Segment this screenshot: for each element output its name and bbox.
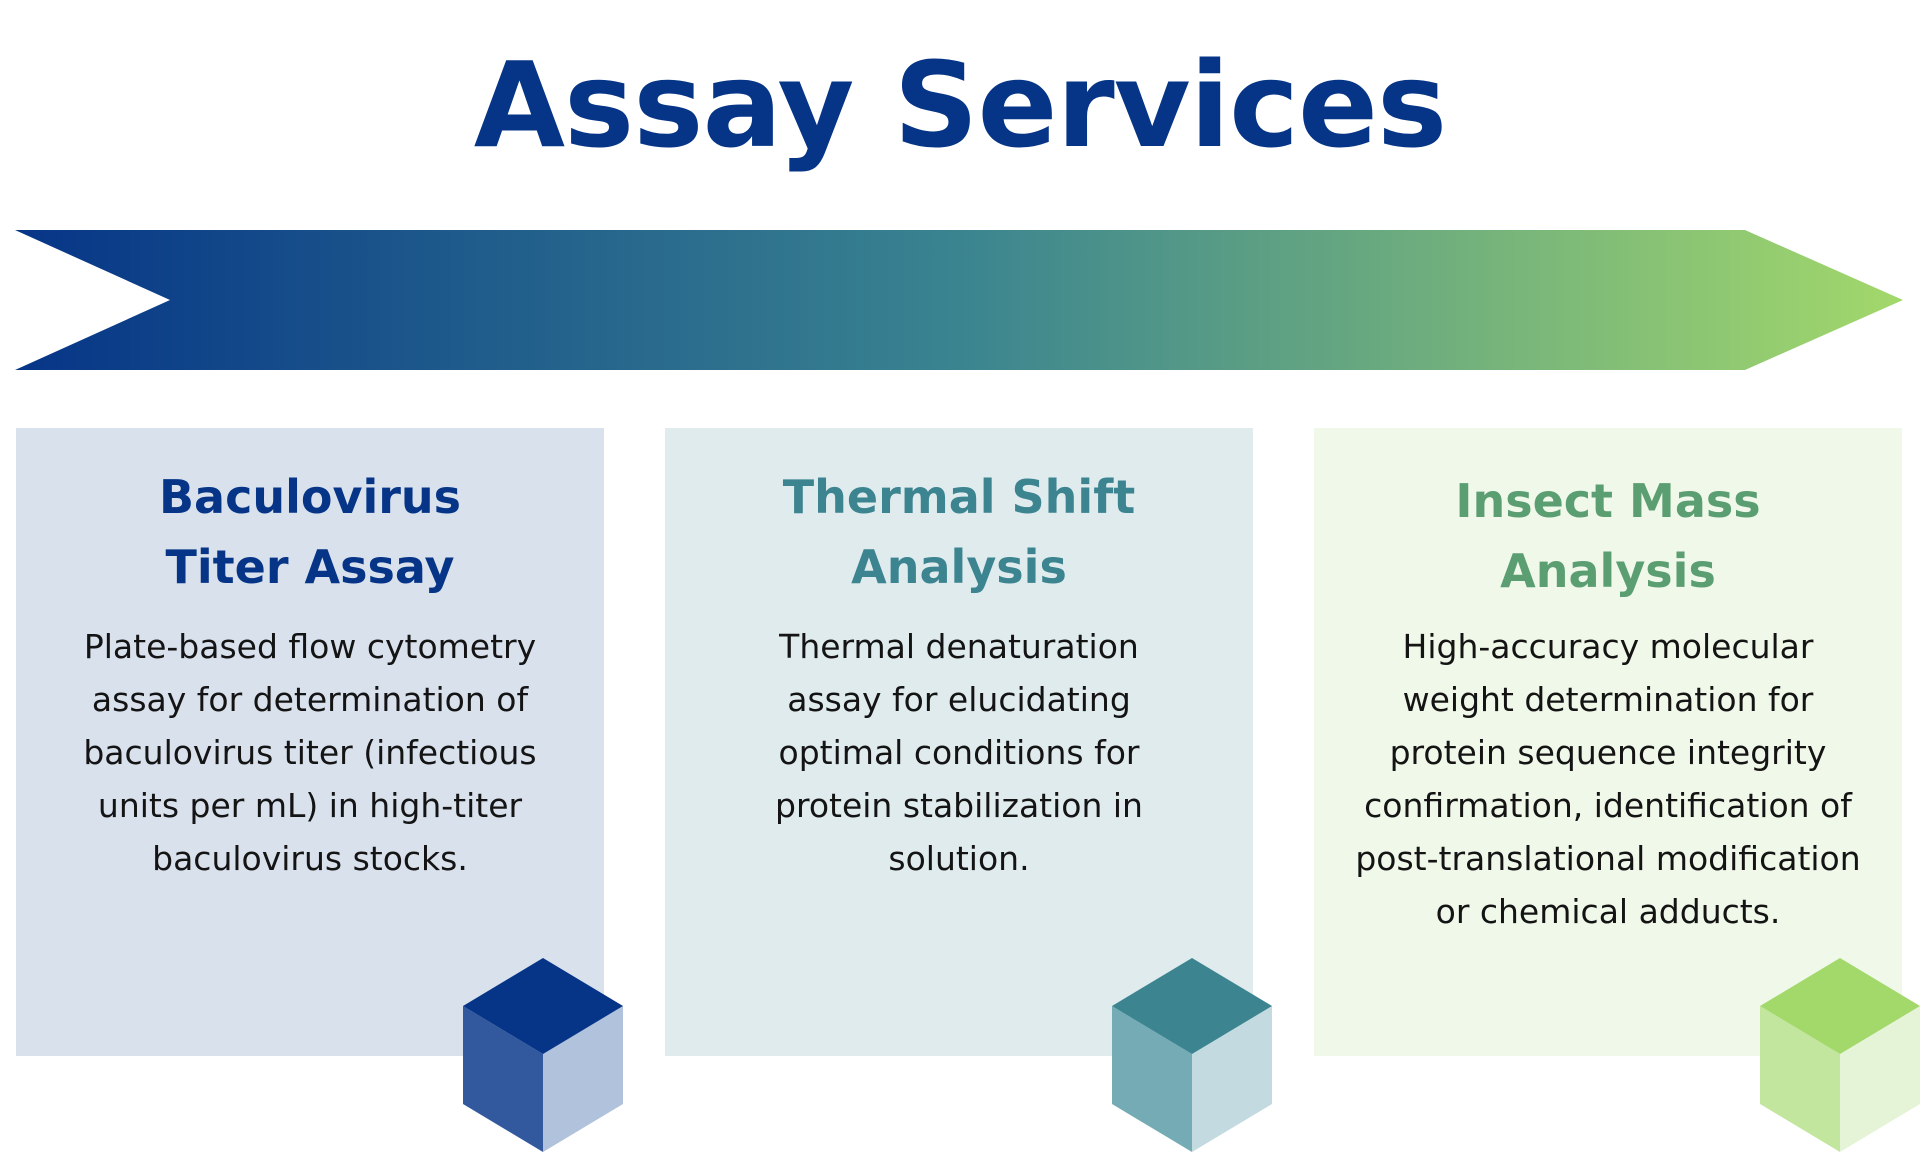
card-description: Plate-based flow cytometry assay for det… (83, 627, 537, 878)
arrow-shape (15, 230, 1903, 370)
card-description: Thermal denaturation assay for elucidati… (775, 627, 1143, 878)
service-card-baculovirus-titer: Baculovirus Titer Assay Plate-based flow… (16, 428, 604, 1056)
card-heading: Thermal Shift Analysis (782, 470, 1136, 594)
card-heading: Baculovirus Titer Assay (158, 470, 462, 594)
service-card-insect-mass: Insect Mass Analysis High-accuracy molec… (1314, 428, 1902, 1056)
service-card-thermal-shift: Thermal Shift Analysis Thermal denaturat… (665, 428, 1253, 1056)
cube-icon (463, 958, 623, 1152)
page-title: Assay Services (473, 36, 1448, 174)
card-heading: Insect Mass Analysis (1455, 474, 1761, 598)
cube-icon (1112, 958, 1272, 1152)
cube-icon (1760, 958, 1920, 1152)
card-description: High-accuracy molecular weight determina… (1355, 627, 1861, 931)
